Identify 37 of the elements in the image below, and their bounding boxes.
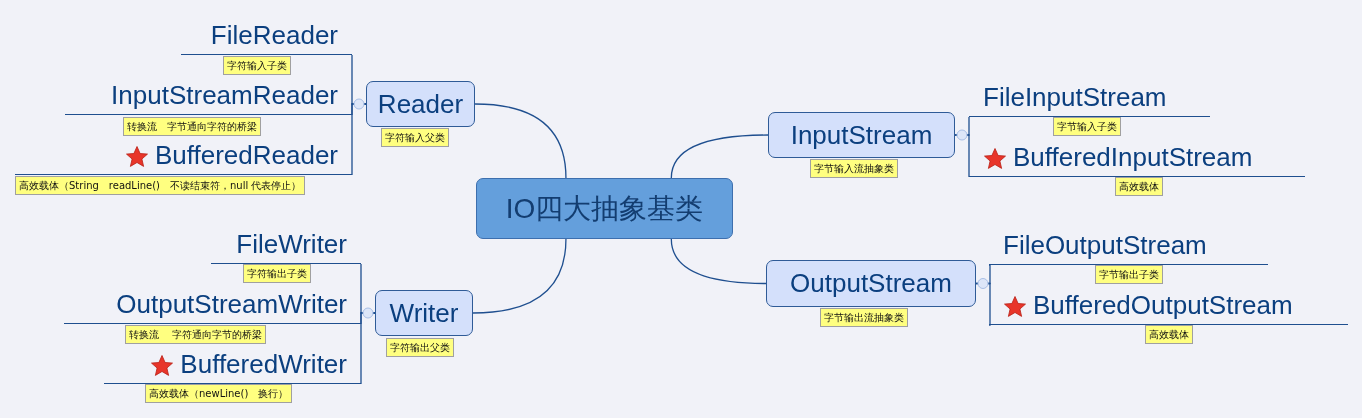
note-label: 字节输入流抽象类 <box>810 159 898 178</box>
topic-label: BufferedInputStream <box>1013 142 1253 173</box>
note-label: 字符输出父类 <box>386 338 454 357</box>
note-label: 高效载体（newLine() 换行） <box>145 384 293 403</box>
topic-label: FileOutputStream <box>1003 230 1207 261</box>
central-topic-box: IO四大抽象基类 <box>476 178 733 239</box>
connector-line <box>670 238 767 285</box>
topic-box: Writer <box>375 290 473 336</box>
topic-label: BufferedOutputStream <box>1033 290 1293 321</box>
note-label: 高效载体 <box>1115 177 1163 196</box>
note-label: 字符输入父类 <box>381 128 449 147</box>
connector-line <box>954 134 970 178</box>
topic-label: FileReader <box>210 20 338 51</box>
topic-label: BufferedReader <box>154 140 338 171</box>
topic-box: OutputStream <box>766 260 976 307</box>
connector-line <box>351 103 367 176</box>
note-label: 字节输出流抽象类 <box>820 308 908 327</box>
note-label: 字符输出子类 <box>243 264 311 283</box>
note-label: 字符输入子类 <box>223 56 291 75</box>
connector-line <box>474 103 567 179</box>
connector-line <box>360 312 376 385</box>
note-label: 转换流 字符通向字节的桥梁 <box>125 325 267 344</box>
connector-line <box>670 134 769 179</box>
connector-line <box>975 282 991 326</box>
note-label: 字节输入子类 <box>1053 117 1121 136</box>
topic-label: FileInputStream <box>983 82 1167 113</box>
connector-line <box>472 238 567 314</box>
topic-box: InputStream <box>768 112 955 158</box>
topic-label: BufferedWriter <box>180 349 347 380</box>
note-label: 字节输出子类 <box>1095 265 1163 284</box>
note-label: 高效载体（String readLine() 不读结束符，null 代表停止） <box>15 176 306 195</box>
topic-label: OutputStreamWriter <box>116 289 347 320</box>
topic-label: InputStreamReader <box>111 80 338 111</box>
topic-label: FileWriter <box>236 229 347 260</box>
note-label: 转换流 字节通向字符的桥梁 <box>123 117 261 136</box>
topic-box: Reader <box>366 81 475 127</box>
note-label: 高效载体 <box>1145 325 1193 344</box>
